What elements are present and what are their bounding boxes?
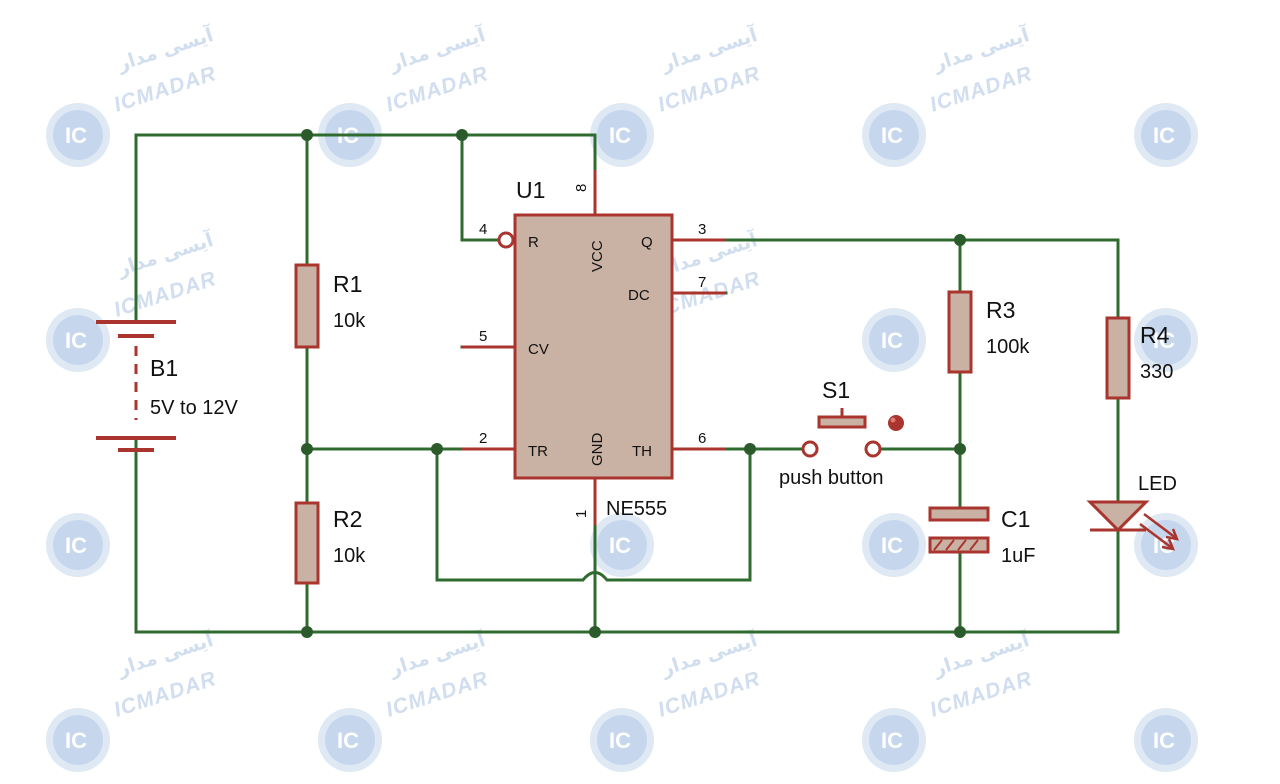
pin-name-th: TH — [632, 443, 652, 460]
watermark-logo: IC — [609, 123, 631, 148]
junction-dot — [456, 129, 468, 141]
pin-name-vcc: VCC — [589, 240, 606, 272]
pin-num-4: 4 — [479, 221, 487, 238]
junction-dot — [954, 234, 966, 246]
pin-num-1: 1 — [573, 510, 590, 518]
pin-name-cv: CV — [528, 341, 549, 358]
watermark-logo: IC — [65, 328, 87, 353]
reset-inverter-bubble-icon — [497, 231, 515, 249]
watermark-tile: IC — [862, 513, 926, 577]
ic-ref: U1 — [516, 177, 545, 203]
pin-num-6: 6 — [698, 430, 706, 447]
pin-name-tr: TR — [528, 443, 548, 460]
watermark-tile: IC — [1134, 708, 1198, 772]
junction-dot — [301, 129, 313, 141]
led-label: LED — [1138, 473, 1177, 495]
r4-value: 330 — [1140, 361, 1173, 383]
r3-value: 100k — [986, 336, 1030, 358]
battery-value: 5V to 12V — [150, 397, 239, 419]
watermark-tile: IC آیسی مدار ICMADAR — [590, 22, 763, 167]
watermark-logo: IC — [337, 728, 359, 753]
watermark-tile: IC — [590, 513, 654, 577]
pin-num-5: 5 — [479, 328, 487, 345]
s1-ref: S1 — [822, 377, 850, 403]
watermark-tile: IC — [862, 308, 926, 372]
watermark-logo: IC — [1153, 728, 1175, 753]
led: LED — [1086, 473, 1179, 551]
watermark-tile: IC آیسی مدار ICMADAR — [318, 22, 491, 167]
watermark-tile: IC آیسی مدار ICMADAR — [590, 627, 763, 772]
watermark-logo: IC — [881, 328, 903, 353]
watermark-logo: IC — [65, 728, 87, 753]
resistor-r4: R4 330 — [1105, 316, 1173, 400]
r1-ref: R1 — [333, 271, 362, 297]
pin-num-8: 8 — [573, 184, 590, 192]
junction-dot — [301, 443, 313, 455]
battery-b1: B1 5V to 12V — [96, 320, 239, 452]
s1-value: push button — [779, 467, 884, 489]
watermark-tile: IC — [46, 513, 110, 577]
pin-name-gnd: GND — [589, 433, 606, 467]
r3-ref: R3 — [986, 297, 1015, 323]
pin-name-dc: DC — [628, 287, 650, 304]
watermark-logo: IC — [609, 533, 631, 558]
r2-ref: R2 — [333, 506, 362, 532]
wire-q — [670, 238, 1120, 320]
junction-dot — [744, 443, 756, 455]
c1-ref: C1 — [1001, 506, 1030, 532]
capacitor-c1: C1 1uF — [928, 506, 1035, 567]
junction-dot — [954, 626, 966, 638]
pin-name-r: R — [528, 234, 539, 251]
c1-value: 1uF — [1001, 545, 1035, 567]
watermark-tile: IC آیسی مدار ICMADAR — [862, 22, 1035, 167]
switch-s1: S1 push button — [779, 377, 904, 489]
watermark-logo: IC — [65, 123, 87, 148]
watermark-logo: IC — [1153, 123, 1175, 148]
junction-dot — [431, 443, 443, 455]
resistor-r2: R2 10k — [294, 501, 366, 585]
watermark-tile: IC — [1134, 308, 1198, 372]
junction-dot — [954, 443, 966, 455]
watermark-tile: IC آیسی مدار ICMADAR — [318, 627, 491, 772]
watermark-tile: IC آیسی مدار ICMADAR — [862, 627, 1035, 772]
led-emission-arrows-icon — [1139, 513, 1179, 551]
pin-num-7: 7 — [698, 274, 706, 291]
watermark-tile: IC — [1134, 103, 1198, 167]
watermark-logo: IC — [881, 123, 903, 148]
r2-value: 10k — [333, 545, 366, 567]
watermark-logo: IC — [609, 728, 631, 753]
watermark-logo: IC — [1153, 328, 1175, 353]
pin-num-2: 2 — [479, 430, 487, 447]
wire-reset-tie — [460, 133, 500, 242]
pin-num-3: 3 — [698, 221, 706, 238]
junction-dot — [301, 626, 313, 638]
watermark-logo: IC — [881, 728, 903, 753]
switch-indicator-icon — [888, 415, 904, 431]
pin-name-q: Q — [641, 234, 653, 251]
r1-value: 10k — [333, 310, 366, 332]
r4-ref: R4 — [1140, 322, 1170, 348]
junctions — [301, 129, 966, 638]
resistor-r3: R3 100k — [947, 290, 1030, 374]
resistor-r1: R1 10k — [294, 263, 366, 349]
junction-dot — [589, 626, 601, 638]
watermark-tile: IC آیسی مدار ICMADAR — [46, 627, 219, 772]
ic-u1: U1 NE555 R CV TR Q DC TH VCC GND 4 5 2 3… — [462, 170, 726, 525]
watermark-logo: IC — [65, 533, 87, 558]
ic-part: NE555 — [606, 498, 667, 520]
watermark-logo: IC — [881, 533, 903, 558]
battery-ref: B1 — [150, 355, 178, 381]
